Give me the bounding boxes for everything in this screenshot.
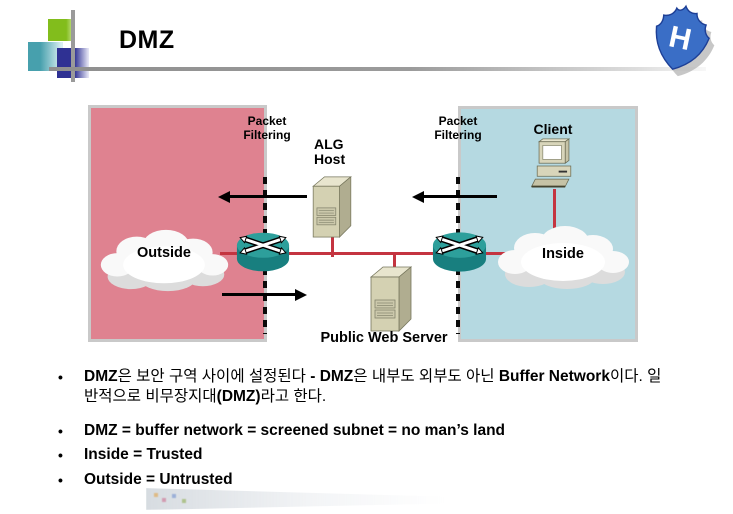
- router-outside-icon: [235, 230, 291, 274]
- arrowhead: [295, 288, 307, 301]
- packet-filtering-line1: Packet: [438, 114, 478, 128]
- packet-filtering-line2: Filtering: [243, 127, 291, 142]
- alg-host-link: [331, 230, 334, 257]
- bullet-marker: •: [58, 369, 63, 385]
- page-title: DMZ: [119, 26, 175, 54]
- watermark-speck: [182, 499, 186, 503]
- packet-filtering-label-right: Packet Filtering: [408, 114, 508, 142]
- bullet-item: • Inside = Trusted: [58, 445, 672, 465]
- traffic-arrow-left-outer: [218, 190, 307, 203]
- packet-filtering-line1: Packet: [247, 114, 287, 128]
- bullet-marker: •: [58, 447, 63, 463]
- outside-cloud-label: Outside: [137, 245, 191, 261]
- bullet-text: Inside = Trusted: [84, 446, 203, 463]
- public-web-server-icon: [369, 263, 413, 333]
- deco-vertical-rule: [71, 10, 75, 82]
- arrowhead: [412, 190, 424, 203]
- client-label: Client: [533, 121, 573, 137]
- bullet-item: • Outside = Untrusted: [58, 470, 672, 490]
- bullet-list: • DMZ은 보안 구역 사이에 설정된다 - DMZ은 내부도 외부도 아닌 …: [58, 367, 672, 494]
- packet-filtering-line2: Filtering: [434, 127, 482, 142]
- alg-host-server-icon: [311, 174, 353, 238]
- shield-logo-icon: H: [648, 2, 718, 78]
- watermark-speck: [154, 493, 158, 497]
- public-web-server-label: Public Web Server: [320, 330, 448, 346]
- traffic-arrow-right-outer: [222, 288, 307, 301]
- alg-line1: ALG: [314, 136, 344, 152]
- title-underline-rule: [49, 67, 706, 71]
- client-computer-icon: [529, 138, 579, 194]
- traffic-arrow-left-inner: [412, 190, 497, 203]
- bullet-item: • DMZ은 보안 구역 사이에 설정된다 - DMZ은 내부도 외부도 아닌 …: [58, 367, 672, 407]
- deco-square-green: [48, 19, 74, 41]
- outside-zone: [88, 105, 267, 342]
- dmz-segment-link: [220, 252, 515, 255]
- bullet-item: • DMZ = buffer network = screened subnet…: [58, 421, 672, 441]
- client-link: [553, 189, 556, 231]
- arrowhead: [218, 190, 230, 203]
- bullet-text: DMZ = buffer network = screened subnet =…: [84, 422, 506, 439]
- web-server-link: [393, 253, 396, 267]
- bullet-marker: •: [58, 472, 63, 488]
- router-inside-icon: [431, 230, 488, 274]
- bullet-text: DMZ은 보안 구역 사이에 설정된다 - DMZ은 내부도 외부도 아닌 Bu…: [84, 368, 662, 405]
- bullet-text: Outside = Untrusted: [84, 471, 233, 488]
- packet-filtering-label-left: Packet Filtering: [217, 114, 317, 142]
- inside-cloud-label: Inside: [542, 246, 584, 262]
- bullet-marker: •: [58, 423, 63, 439]
- watermark-speck: [172, 494, 176, 498]
- alg-host-label: ALG Host: [314, 137, 345, 167]
- watermark-speck: [162, 498, 166, 502]
- alg-line2: Host: [314, 151, 346, 167]
